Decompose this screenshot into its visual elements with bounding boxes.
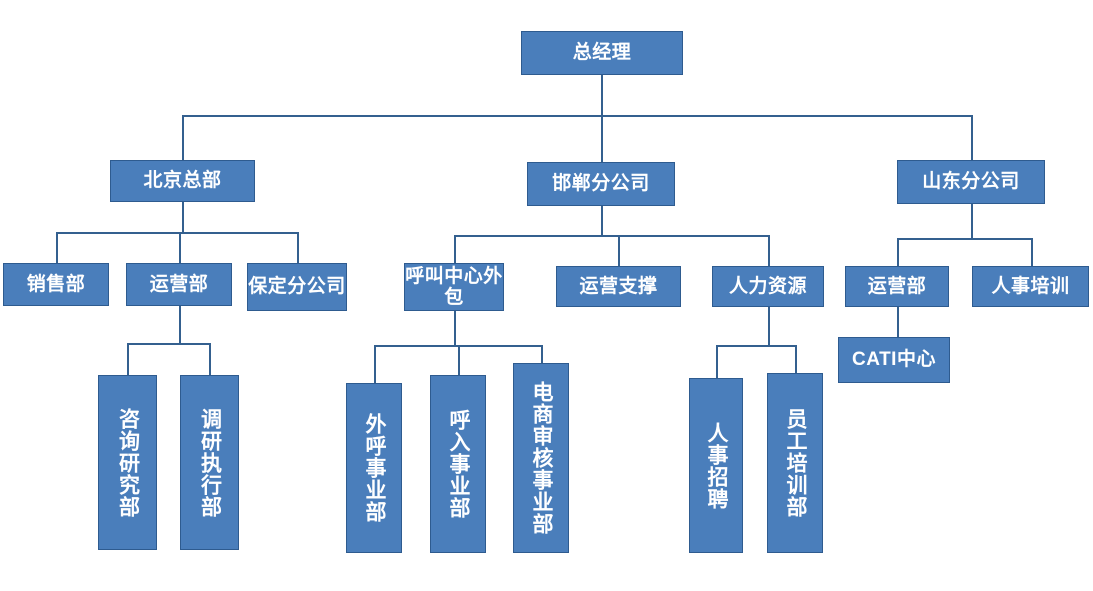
org-node-n5[interactable]: 运营部 — [126, 263, 232, 306]
org-node-n16[interactable]: 呼入事业部 — [430, 375, 486, 553]
connector-gm-stem-down — [601, 75, 603, 115]
org-node-n17[interactable]: 电商审核事业部 — [513, 363, 569, 553]
connector-hr-stem — [768, 235, 770, 266]
connector-opssupport-stem — [618, 235, 620, 266]
connector-hr-sub-bus — [716, 345, 795, 347]
org-node-n3[interactable]: 山东分公司 — [897, 160, 1045, 204]
connector-beijing-stem-down — [182, 202, 184, 233]
org-node-n8[interactable]: 运营支撑 — [556, 266, 681, 307]
connector-ops-sub-bus — [127, 343, 210, 345]
connector-shandong-bus — [897, 238, 1031, 240]
connector-beijing-stem-up — [182, 115, 184, 160]
connector-inbound-stem — [458, 345, 460, 375]
connector-callcenter-stem-down — [454, 311, 456, 345]
org-node-n0[interactable]: 总经理 — [521, 31, 683, 75]
connector-sales-stem — [56, 232, 58, 263]
connector-shandong-stem-down — [971, 204, 973, 238]
org-node-n13[interactable]: 咨询研究部 — [98, 375, 157, 550]
org-node-n10[interactable]: 运营部 — [845, 266, 949, 307]
connector-research-stem — [209, 343, 211, 375]
connector-callcenter-sub-bus — [374, 345, 541, 347]
connector-consult-stem — [127, 343, 129, 375]
connector-shandong-stem-up — [971, 115, 973, 160]
connector-sd-training-stem — [1031, 238, 1033, 266]
connector-recruit-stem — [716, 345, 718, 378]
org-node-n1[interactable]: 北京总部 — [110, 160, 255, 202]
connector-emptrain-stem — [795, 345, 797, 373]
org-node-n18[interactable]: 人事招聘 — [689, 378, 743, 553]
connector-hr-stem-down — [768, 307, 770, 345]
connector-callcenter-stem — [454, 235, 456, 263]
org-node-n15[interactable]: 外呼事业部 — [346, 383, 402, 553]
connector-handan-bus — [454, 235, 768, 237]
org-node-n9[interactable]: 人力资源 — [712, 266, 824, 307]
org-node-n11[interactable]: 人事培训 — [972, 266, 1089, 307]
connector-outbound-stem — [374, 345, 376, 383]
connector-ops-stem — [179, 232, 181, 263]
connector-ecommerce-stem — [541, 345, 543, 363]
connector-sd-ops-stem — [897, 238, 899, 266]
org-node-n12[interactable]: CATI中心 — [838, 337, 950, 383]
org-node-n14[interactable]: 调研执行部 — [180, 375, 239, 550]
connector-handan-stem-up — [601, 115, 603, 162]
connector-sd-ops-to-cati — [897, 307, 899, 337]
connector-handan-stem-down — [601, 206, 603, 236]
connector-baoding-stem — [297, 232, 299, 263]
org-node-n6[interactable]: 保定分公司 — [247, 263, 347, 311]
connector-beijing-bus — [56, 232, 297, 234]
org-node-n4[interactable]: 销售部 — [3, 263, 109, 306]
org-node-n19[interactable]: 员工培训部 — [767, 373, 823, 553]
org-node-n7[interactable]: 呼叫中心外包 — [404, 263, 504, 311]
connector-ops-stem-down — [179, 306, 181, 343]
connector-level1-bus — [182, 115, 972, 117]
org-node-n2[interactable]: 邯郸分公司 — [527, 162, 675, 206]
